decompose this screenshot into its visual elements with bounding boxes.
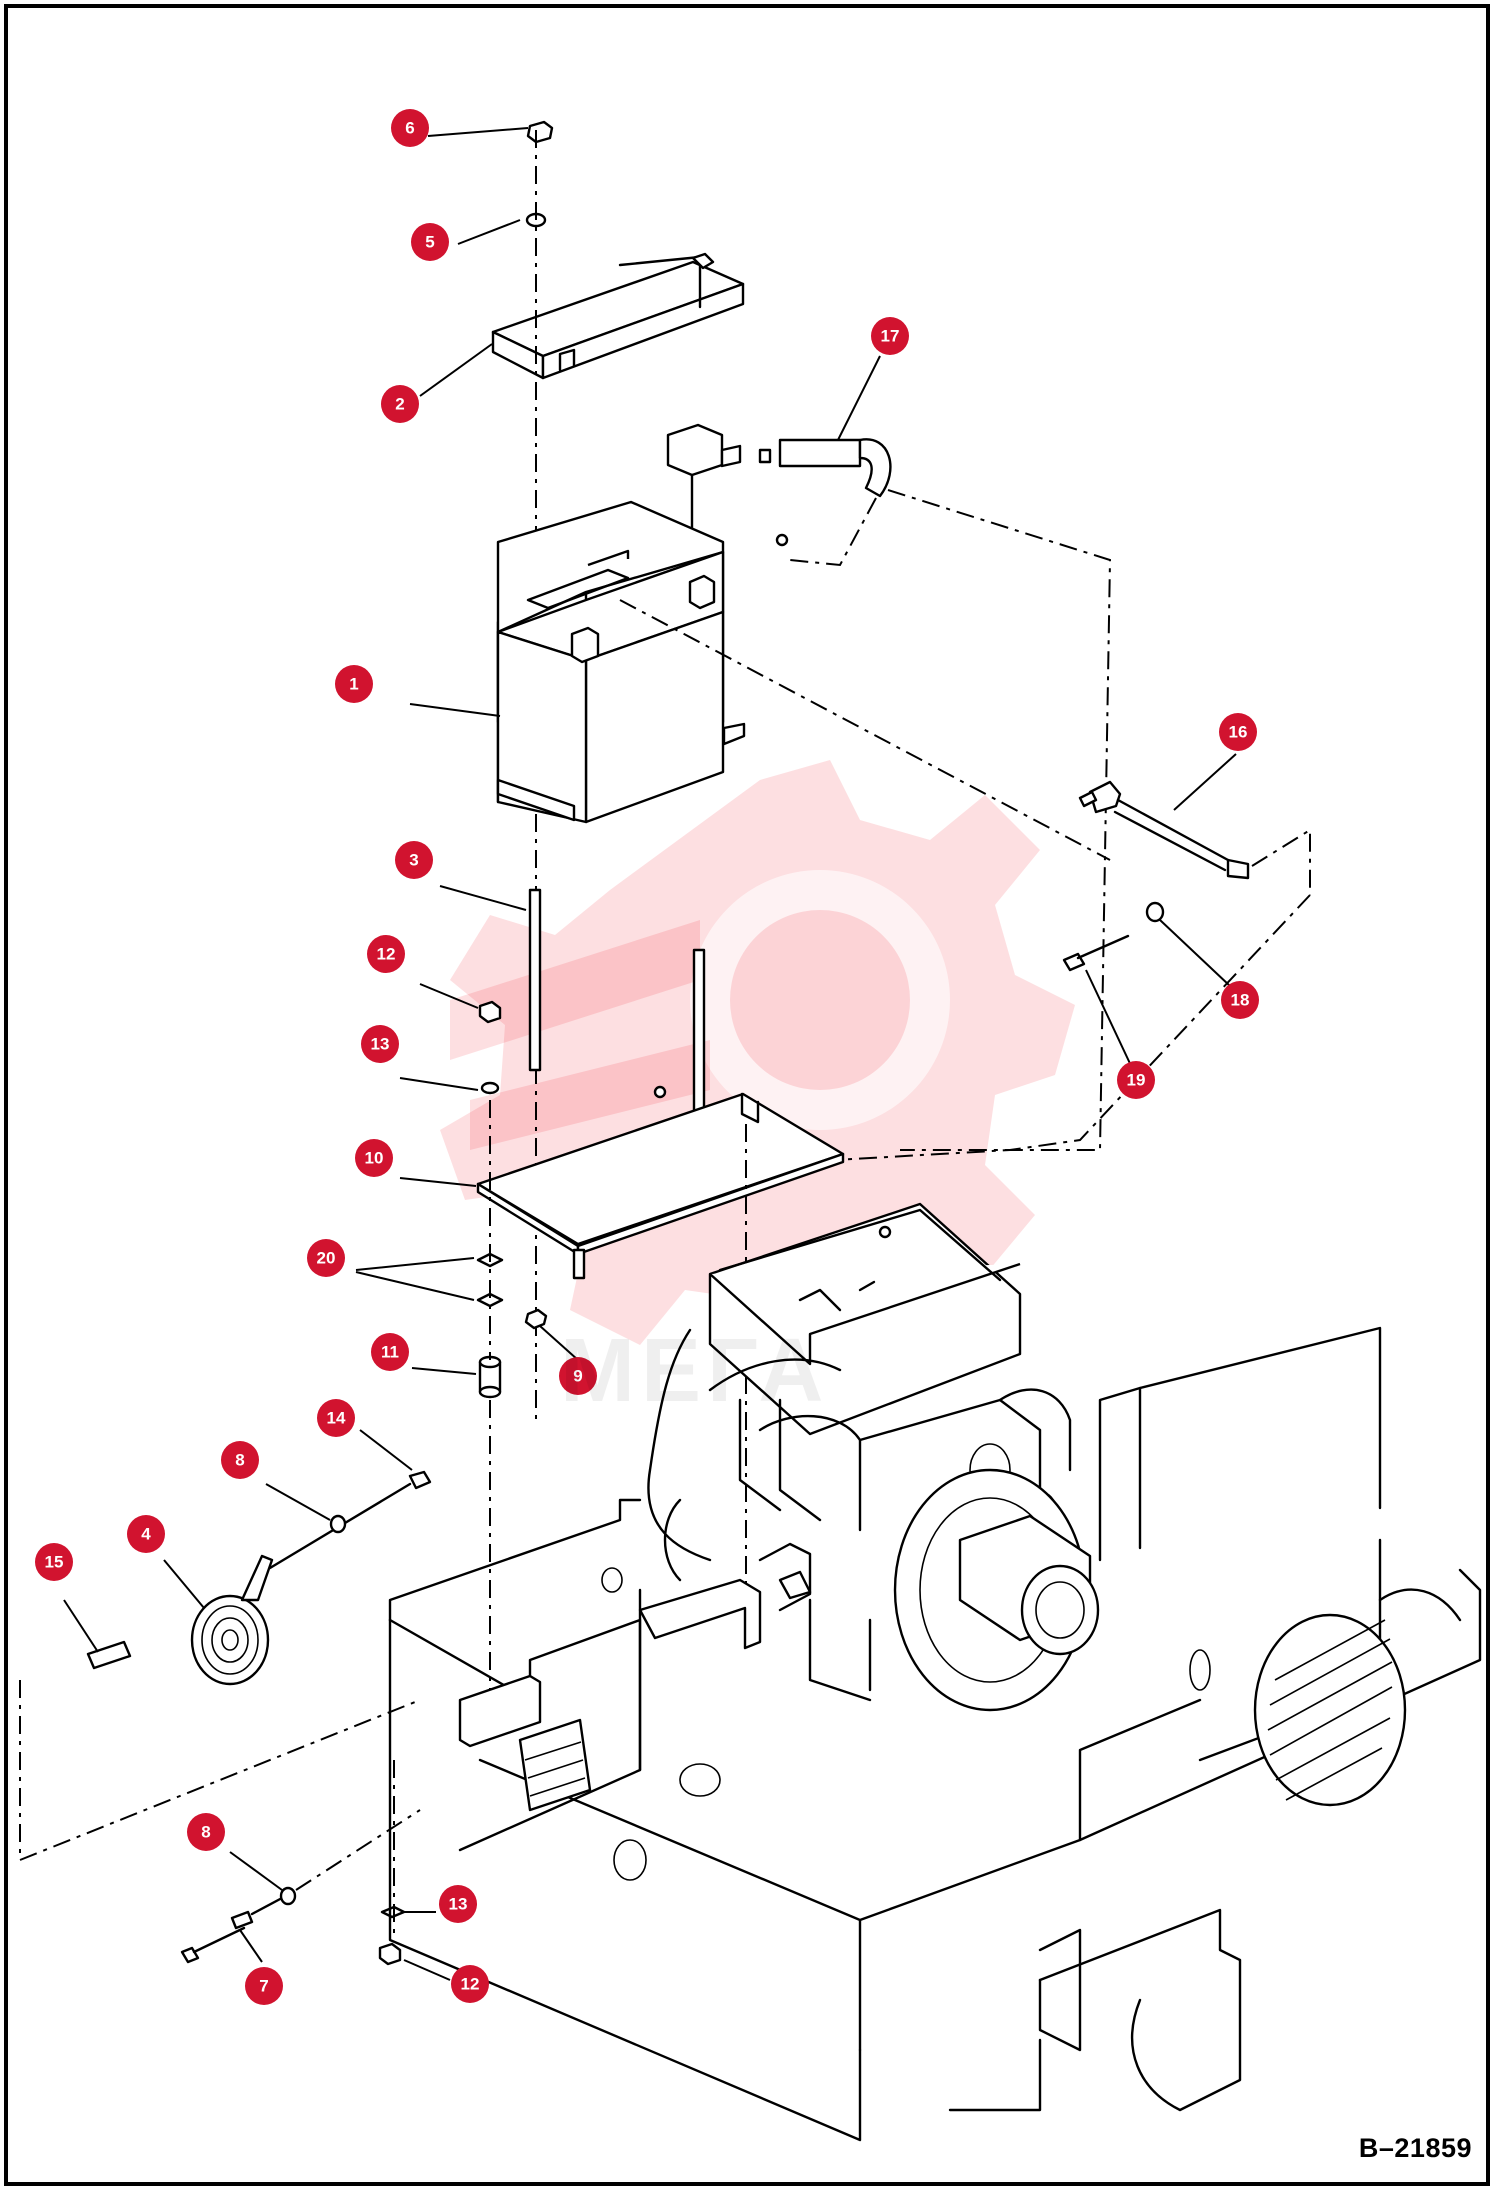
callout-leaders xyxy=(63,127,1237,1981)
battery-part-1 xyxy=(496,500,1111,861)
svg-text:16: 16 xyxy=(1229,723,1248,742)
callout-12-lower: 12 xyxy=(451,1965,489,2003)
threaded-rod-part-3 xyxy=(528,888,706,1152)
svg-text:8: 8 xyxy=(235,1451,244,1470)
svg-text:20: 20 xyxy=(317,1249,336,1268)
left-vent-grill xyxy=(518,1718,592,1812)
svg-text:14: 14 xyxy=(327,1409,346,1428)
svg-text:12: 12 xyxy=(461,1975,480,1994)
bolt-part-7 xyxy=(180,1896,284,1964)
vertical-centerlines xyxy=(393,1100,491,1940)
svg-text:5: 5 xyxy=(425,233,434,252)
svg-text:9: 9 xyxy=(573,1367,582,1386)
diagram-frame xyxy=(4,4,1490,2186)
callout-10: 10 xyxy=(355,1139,393,1177)
callout-12-upper: 12 xyxy=(367,935,405,973)
nut-part-12-lower xyxy=(378,1942,402,1966)
callouts: 6 5 2 17 1 16 3 12 18 13 19 10 20 9 11 1… xyxy=(35,109,1259,2005)
svg-text:13: 13 xyxy=(371,1035,390,1054)
callout-20: 20 xyxy=(307,1239,345,1277)
callout-6: 6 xyxy=(391,109,429,147)
nut-part-9 xyxy=(524,1308,548,1330)
nut-part-6 xyxy=(526,120,554,144)
callout-19: 19 xyxy=(1117,1061,1155,1099)
svg-text:1: 1 xyxy=(349,675,358,694)
svg-text:10: 10 xyxy=(365,1149,384,1168)
battery-hold-down-part-2 xyxy=(491,252,745,380)
washer-part-8-upper xyxy=(329,1514,347,1534)
svg-text:6: 6 xyxy=(405,119,414,138)
svg-text:17: 17 xyxy=(881,327,900,346)
svg-text:3: 3 xyxy=(409,851,418,870)
ground-cable-part-16 xyxy=(834,780,1311,1161)
svg-text:8: 8 xyxy=(201,1823,210,1842)
horn-bolt-part-14 xyxy=(268,1470,432,1570)
svg-text:18: 18 xyxy=(1231,991,1250,1010)
callout-3: 3 xyxy=(395,841,433,879)
callout-18: 18 xyxy=(1221,981,1259,1019)
svg-text:11: 11 xyxy=(381,1343,399,1362)
right-vent-grill xyxy=(1267,1619,1393,1801)
svg-text:2: 2 xyxy=(395,395,404,414)
nut-part-12-upper xyxy=(478,1000,502,1024)
svg-text:12: 12 xyxy=(377,945,396,964)
svg-text:4: 4 xyxy=(141,1525,151,1544)
svg-text:19: 19 xyxy=(1127,1071,1146,1090)
battery-cable-part-17 xyxy=(666,423,1112,1151)
bolt-part-19 xyxy=(1062,934,1130,972)
spacer-part-15 xyxy=(19,1640,421,1862)
horn-part-4 xyxy=(190,1554,274,1686)
callout-13-lower: 13 xyxy=(439,1885,477,1923)
callout-11: 11 xyxy=(371,1333,409,1371)
callout-17: 17 xyxy=(871,317,909,355)
svg-text:13: 13 xyxy=(449,1895,468,1914)
callout-5: 5 xyxy=(411,223,449,261)
callout-2: 2 xyxy=(381,385,419,423)
washer-part-13-upper xyxy=(480,1081,500,1095)
callout-4: 4 xyxy=(127,1515,165,1553)
engine-block xyxy=(647,1202,1100,1712)
callout-7: 7 xyxy=(245,1967,283,2005)
callout-9: 9 xyxy=(559,1357,597,1395)
battery-tray-part-10 xyxy=(476,1085,845,1620)
callout-15: 15 xyxy=(35,1543,73,1581)
lock-washer-part-18 xyxy=(1145,901,1165,923)
svg-text:15: 15 xyxy=(45,1553,64,1572)
callout-8-upper: 8 xyxy=(221,1441,259,1479)
callout-13-upper: 13 xyxy=(361,1025,399,1063)
callout-16: 16 xyxy=(1219,713,1257,751)
callout-8-lower: 8 xyxy=(187,1813,225,1851)
machine-frame xyxy=(388,1202,1482,2142)
callout-14: 14 xyxy=(317,1399,355,1437)
washer-part-8-lower xyxy=(279,1809,421,1906)
svg-text:7: 7 xyxy=(259,1977,268,1996)
figure-reference-code: B–21859 xyxy=(1358,2133,1472,2163)
spacer-part-11 xyxy=(478,1355,502,1399)
watermark-text: МЕГА xyxy=(560,1321,830,1421)
callout-1: 1 xyxy=(335,665,373,703)
